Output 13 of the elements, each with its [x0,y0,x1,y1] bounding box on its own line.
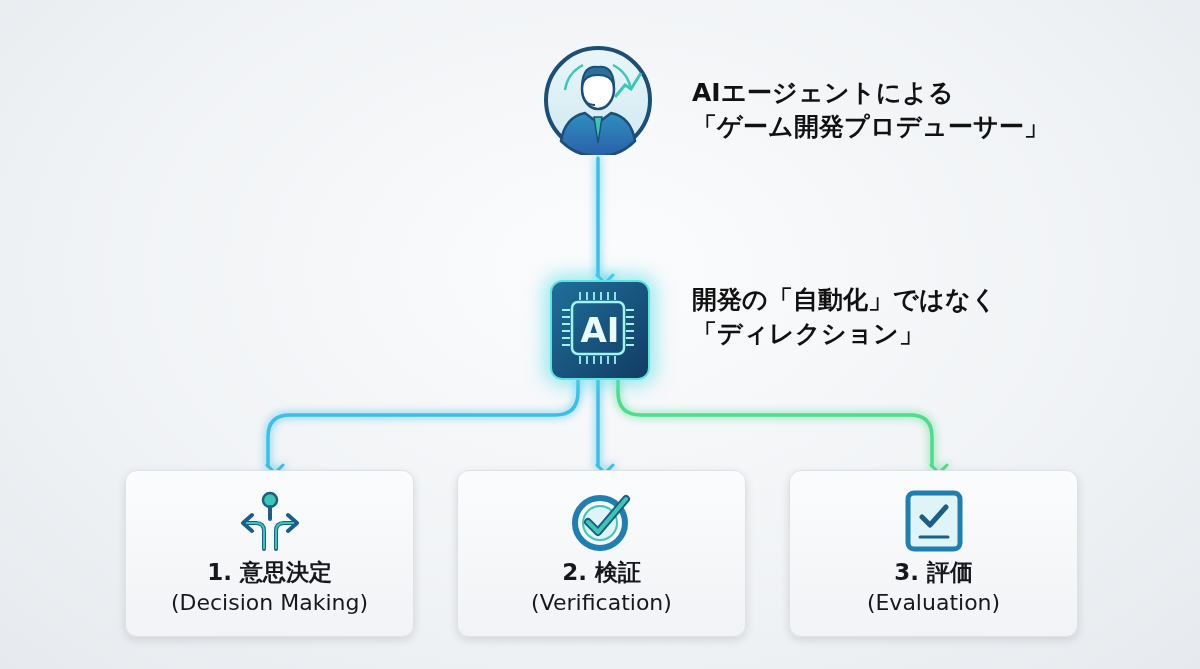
step-title: 3. 評価 [893,558,974,587]
step-card [457,470,746,637]
step-subtitle: (Evaluation) [865,590,1002,615]
step-title: 2. 検証 [561,558,642,587]
step-subtitle: (Decision Making) [169,590,369,615]
step-title: 1. 意思決定 [206,558,333,587]
caption-text: AIエージェントによる「ゲーム開発プロデューサー」 [692,77,1050,143]
processor-chip: AI [550,280,650,380]
person-icon [543,45,653,155]
caption-text: 開発の「自動化」ではなく「ディレクション」 [692,284,998,350]
step-subtitle: (Verification) [530,590,673,615]
step-card [789,470,1078,637]
step-card [125,470,414,637]
